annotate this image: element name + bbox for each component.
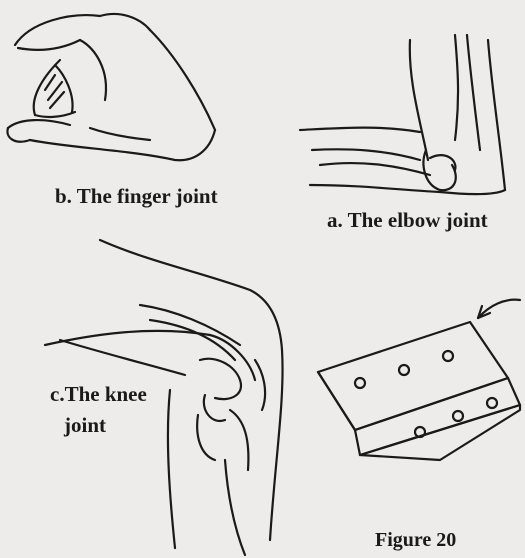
figure-caption: Figure 20 [375,528,456,552]
knee-joint-label-line2: joint [64,413,106,438]
finger-joint-label: b. The finger joint [55,184,218,209]
elbow-joint-drawing [300,35,505,194]
door-hinge-drawing [318,300,520,460]
finger-joint-drawing [7,14,215,160]
knee-joint-label-line1: c.The knee [50,382,147,407]
elbow-joint-label: a. The elbow joint [327,208,488,233]
